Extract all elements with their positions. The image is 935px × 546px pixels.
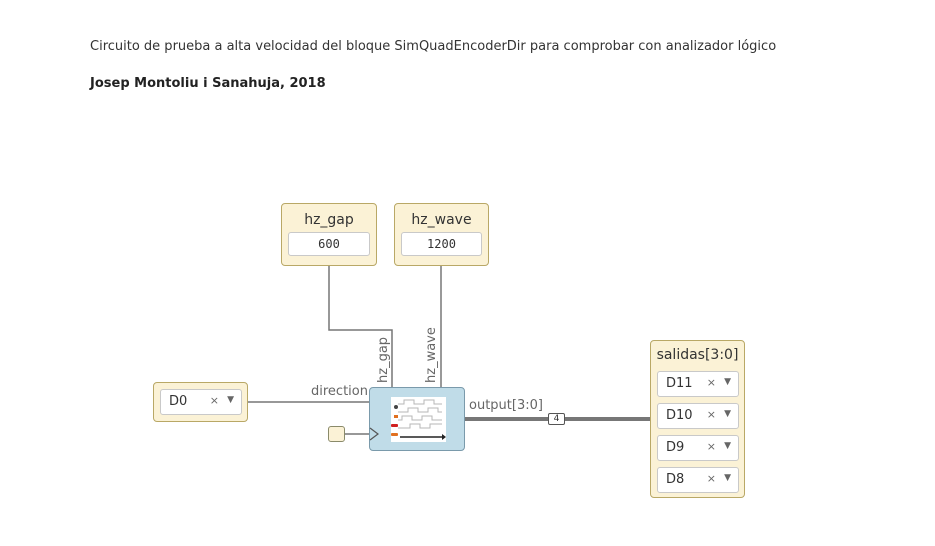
- output-pin-value: D10: [666, 408, 693, 423]
- wire-hz-gap: [328, 266, 393, 387]
- clear-icon[interactable]: ×: [706, 376, 716, 389]
- chevron-down-icon[interactable]: ▼: [724, 377, 731, 387]
- output-pin-value: D11: [666, 376, 693, 391]
- wire-label-direction: direction: [311, 384, 368, 399]
- input-pin-block[interactable]: D0 × ▼: [153, 382, 248, 422]
- simquadencoderdir-module[interactable]: [369, 387, 465, 451]
- output-pin-select-d11[interactable]: D11 × ▼: [657, 371, 739, 397]
- constant-hz-gap-label: hz_gap: [304, 212, 354, 228]
- input-pin-select[interactable]: D0 × ▼: [160, 389, 242, 415]
- constant-hz-wave[interactable]: hz_wave 1200: [394, 203, 489, 266]
- chevron-down-icon[interactable]: ▼: [724, 441, 731, 451]
- clear-icon[interactable]: ×: [209, 394, 219, 407]
- chevron-down-icon[interactable]: ▼: [724, 409, 731, 419]
- page-description: Circuito de prueba a alta velocidad del …: [90, 39, 777, 54]
- output-pin-select-d9[interactable]: D9 × ▼: [657, 435, 739, 461]
- chevron-down-icon[interactable]: ▼: [724, 473, 731, 483]
- chevron-down-icon[interactable]: ▼: [227, 395, 234, 405]
- bus-width-badge: 4: [548, 413, 565, 425]
- clock-input-box[interactable]: [328, 426, 345, 442]
- output-pin-value: D8: [666, 472, 685, 487]
- clock-triangle-icon: [369, 427, 379, 441]
- clear-icon[interactable]: ×: [706, 472, 716, 485]
- constant-hz-gap-value[interactable]: 600: [288, 232, 370, 256]
- constant-hz-gap[interactable]: hz_gap 600: [281, 203, 377, 266]
- wire-label-output: output[3:0]: [469, 398, 543, 413]
- output-pin-select-d10[interactable]: D10 × ▼: [657, 403, 739, 429]
- wire-label-hz-gap: hz_gap: [376, 336, 391, 383]
- output-pins-label: salidas[3:0]: [656, 347, 739, 363]
- clear-icon[interactable]: ×: [706, 440, 716, 453]
- constant-hz-wave-label: hz_wave: [411, 212, 472, 228]
- author-line: Josep Montoliu i Sanahuja, 2018: [90, 76, 326, 91]
- wire-label-hz-wave: hz_wave: [424, 327, 439, 383]
- constant-hz-wave-value[interactable]: 1200: [401, 232, 482, 256]
- output-pins-block[interactable]: salidas[3:0] D11 × ▼ D10 × ▼ D9 × ▼ D8 ×…: [650, 340, 745, 498]
- output-pin-value: D9: [666, 440, 685, 455]
- input-pin-value: D0: [169, 394, 188, 409]
- clear-icon[interactable]: ×: [706, 408, 716, 421]
- output-pin-select-d8[interactable]: D8 × ▼: [657, 467, 739, 493]
- module-waveform-icon: [391, 397, 446, 442]
